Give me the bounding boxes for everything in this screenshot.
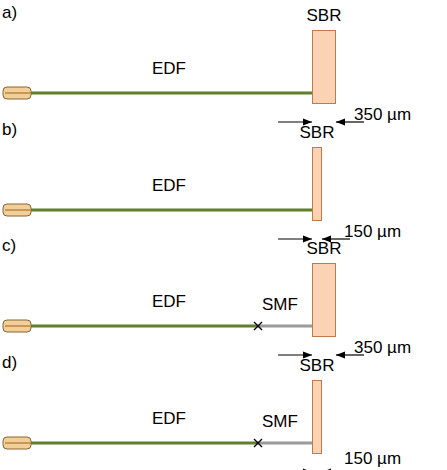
dimension-label: 150 µm — [344, 450, 401, 467]
sbr-chip: SBR — [312, 147, 322, 221]
sbr-label: SBR — [300, 357, 335, 374]
edf-fiber — [30, 442, 258, 445]
fiber-connector — [3, 320, 31, 332]
arrow-head — [336, 119, 345, 126]
sbr-label: SBR — [307, 7, 342, 24]
arrow-head — [336, 352, 345, 359]
connector-band — [5, 92, 30, 94]
fiber-label: EDF — [152, 410, 186, 427]
dimension-label: 350 µm — [354, 339, 411, 356]
fiber-label: SMF — [262, 413, 298, 430]
panel-letter: a) — [2, 4, 17, 21]
splice-mark — [254, 322, 262, 330]
edf-fiber — [30, 92, 312, 95]
fiber-connector — [3, 437, 31, 449]
sbr-chip: SBR — [312, 30, 336, 104]
sbr-chip: SBR — [312, 263, 336, 337]
sbr-chip: SBR — [312, 380, 322, 454]
smf-fiber — [258, 325, 312, 328]
panel-letter: d) — [2, 354, 17, 371]
sbr-label: SBR — [300, 124, 335, 141]
fiber-label: EDF — [152, 60, 186, 77]
splice-mark — [254, 439, 262, 447]
fiber-label: EDF — [152, 293, 186, 310]
arrow-head — [322, 469, 331, 470]
edf-fiber — [30, 325, 258, 328]
dimension-label: 350 µm — [354, 106, 411, 123]
connector-band — [5, 325, 30, 327]
connector-band — [5, 442, 30, 444]
connector-band — [5, 209, 30, 211]
panel-letter: b) — [2, 121, 17, 138]
fiber-connector — [3, 87, 31, 99]
arrow-head — [303, 469, 312, 470]
smf-fiber — [258, 442, 312, 445]
fiber-connector — [3, 204, 31, 216]
edf-fiber — [30, 209, 312, 212]
fiber-label: SMF — [262, 296, 298, 313]
sbr-label: SBR — [307, 240, 342, 257]
panel-letter: c) — [2, 237, 16, 254]
dimension-label: 150 µm — [344, 223, 401, 240]
fiber-label: EDF — [152, 177, 186, 194]
